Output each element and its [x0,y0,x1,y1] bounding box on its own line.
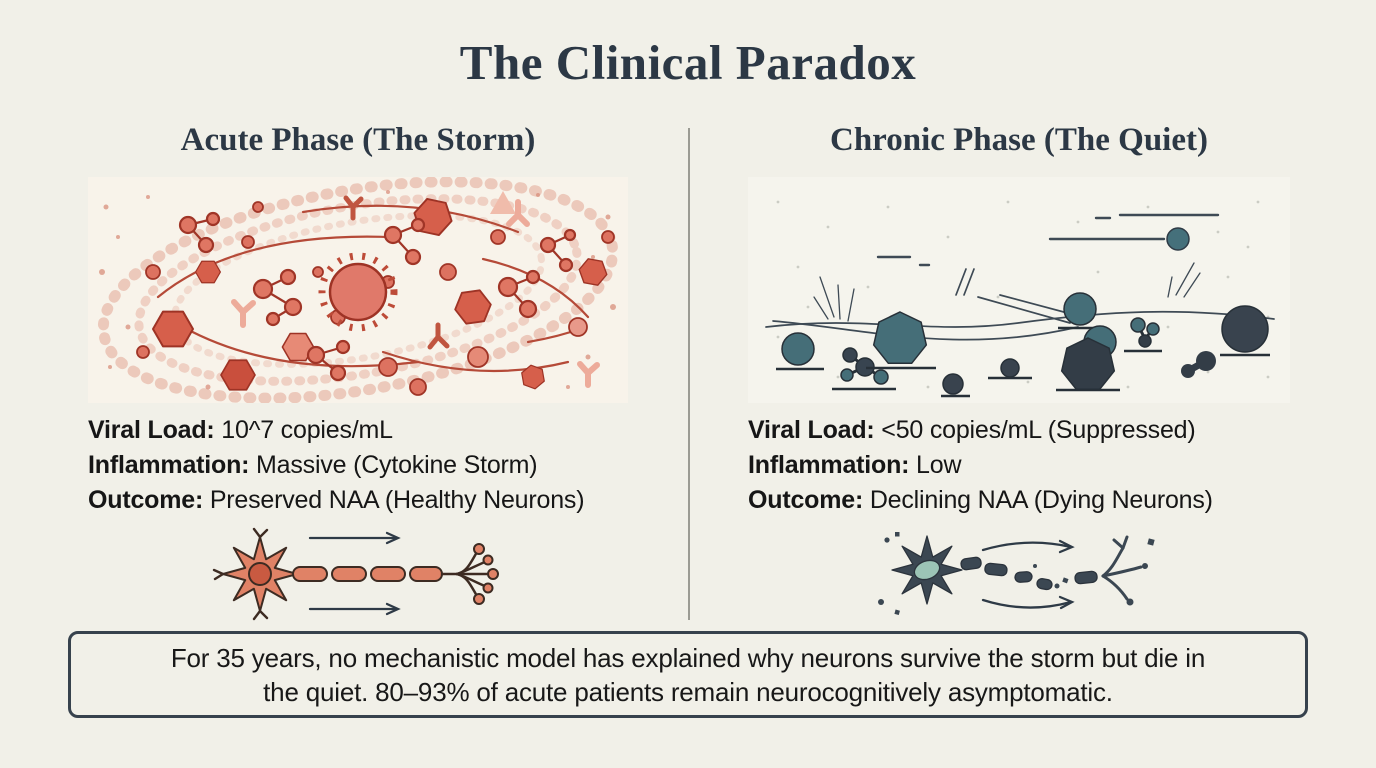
virus-icon [318,252,398,332]
acute-viral-load: Viral Load: 10^7 copies/mL [88,416,393,444]
healthy-neuron-illustration [205,522,515,627]
acute-phase-header: Acute Phase (The Storm) [180,122,536,158]
cell-debris [878,532,900,616]
cytokine-storm-illustration [88,177,628,403]
virus-capsid-hexagons [153,191,608,391]
healthy-neuron-icon [212,527,499,621]
neuron-nucleus [248,562,272,586]
acute-inflammation: Inflammation: Massive (Cytokine Storm) [88,451,538,479]
terminal-boutons [473,543,499,605]
acute-stats: Viral Load: 10^7 copies/mL Inflammation:… [88,413,708,518]
signal-flow-arrows [308,531,401,616]
axon-terminal-branches [440,550,491,598]
summary-line-1: For 35 years, no mechanistic model has e… [170,642,1206,673]
cytokine-molecule-clusters [178,211,577,382]
drift-speed-lines [876,213,1220,267]
chronic-stats: Viral Load: <50 copies/mL (Suppressed) I… [748,413,1368,518]
column-divider [688,128,690,620]
quiet-phase-illustration [748,177,1290,403]
grass-tick-lines [813,262,1201,322]
chronic-viral-load: Viral Load: <50 copies/mL (Suppressed) [748,416,1196,444]
antibody-y-icons [231,195,600,388]
summary-line-2: the quiet. 80–93% of acute patients rema… [263,676,1113,707]
acute-outcome: Outcome: Preserved NAA (Healthy Neurons) [88,486,585,514]
settled-particles [776,292,1270,398]
terminal-debris [1126,538,1155,606]
storm-dust-dots [99,190,616,390]
dying-nucleus [913,559,941,581]
myelinated-axon [292,566,443,582]
drifting-particle [1166,227,1190,251]
paradox-summary-box: For 35 years, no mechanistic model has e… [68,631,1308,718]
dying-neuron-illustration [865,522,1175,627]
chronic-inflammation: Inflammation: Low [748,451,962,479]
cytokine-storm-icon [88,177,628,403]
page-title: The Clinical Paradox [459,35,917,90]
quiet-phase-icon [748,177,1290,403]
decline-flow-arrows [981,539,1075,610]
fragmented-axon [960,556,1098,591]
dying-neuron-icon [878,532,1155,616]
chronic-phase-header: Chronic Phase (The Quiet) [830,122,1208,158]
withered-terminal [1101,535,1143,601]
chronic-outcome: Outcome: Declining NAA (Dying Neurons) [748,486,1213,514]
